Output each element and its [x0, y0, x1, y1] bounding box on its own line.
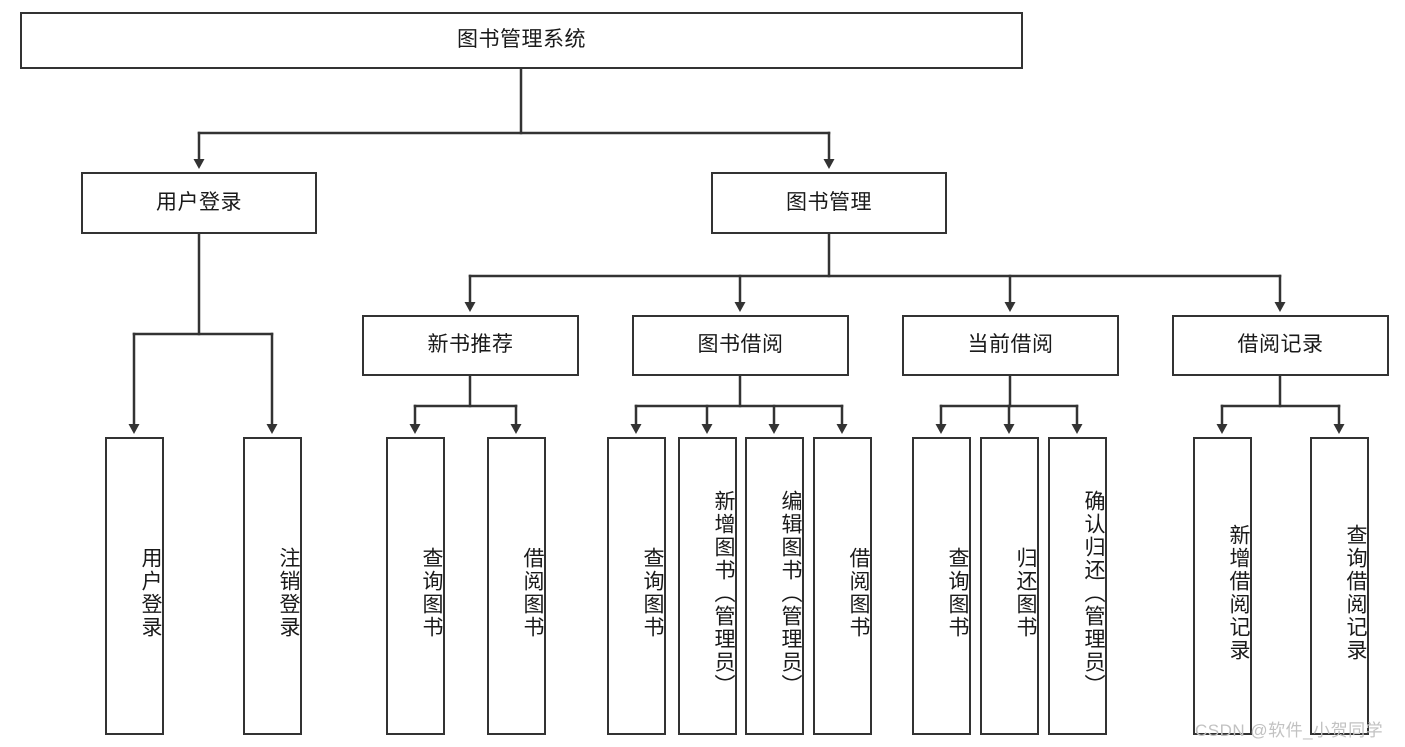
leaf-node[interactable]: 用户登录 [105, 437, 164, 735]
leaf-node[interactable]: 确认归还（管理员） [1048, 437, 1107, 735]
leaf-node-label: 归还图书 [1014, 547, 1037, 639]
leaf-node[interactable]: 查询图书 [607, 437, 666, 735]
node-new-book-recommend-label: 新书推荐 [427, 333, 514, 357]
node-book-borrow[interactable]: 图书借阅 [632, 315, 849, 376]
leaf-node-label: 借阅图书 [521, 547, 544, 639]
leaf-node-label: 编辑图书（管理员） [779, 489, 802, 697]
leaf-node[interactable]: 借阅图书 [813, 437, 872, 735]
leaf-node[interactable]: 查询图书 [912, 437, 971, 735]
leaf-node-label: 用户登录 [139, 547, 162, 639]
leaf-node[interactable]: 编辑图书（管理员） [745, 437, 804, 735]
node-root-label: 图书管理系统 [457, 28, 586, 52]
node-book-management[interactable]: 图书管理 [711, 172, 947, 234]
node-current-borrow[interactable]: 当前借阅 [902, 315, 1119, 376]
node-borrow-record-label: 借阅记录 [1237, 333, 1324, 357]
leaf-node-label: 查询图书 [420, 547, 443, 639]
node-new-book-recommend[interactable]: 新书推荐 [362, 315, 579, 376]
leaf-node[interactable]: 归还图书 [980, 437, 1039, 735]
csdn-watermark: CSDN @软件_小贺同学 [1195, 721, 1384, 740]
leaf-node-label: 新增图书（管理员） [712, 489, 735, 697]
leaf-node[interactable]: 新增借阅记录 [1193, 437, 1252, 735]
leaf-node[interactable]: 借阅图书 [487, 437, 546, 735]
leaf-node[interactable]: 新增图书（管理员） [678, 437, 737, 735]
leaf-node[interactable]: 注销登录 [243, 437, 302, 735]
node-user-login-label: 用户登录 [156, 190, 242, 214]
node-borrow-record[interactable]: 借阅记录 [1172, 315, 1389, 376]
node-book-management-label: 图书管理 [786, 190, 872, 214]
leaf-node-label: 确认归还（管理员） [1082, 489, 1105, 697]
node-user-login[interactable]: 用户登录 [81, 172, 317, 234]
leaf-node-label: 借阅图书 [847, 547, 870, 639]
node-current-borrow-label: 当前借阅 [967, 333, 1054, 357]
leaf-node[interactable]: 查询图书 [386, 437, 445, 735]
leaf-node-label: 查询图书 [641, 547, 664, 639]
leaf-node-label: 查询借阅记录 [1344, 524, 1367, 662]
node-book-borrow-label: 图书借阅 [697, 333, 784, 357]
leaf-node-label: 新增借阅记录 [1227, 524, 1250, 662]
leaf-node-label: 查询图书 [946, 547, 969, 639]
leaf-node-label: 注销登录 [277, 547, 300, 639]
node-root[interactable]: 图书管理系统 [20, 12, 1023, 69]
leaf-node[interactable]: 查询借阅记录 [1310, 437, 1369, 735]
